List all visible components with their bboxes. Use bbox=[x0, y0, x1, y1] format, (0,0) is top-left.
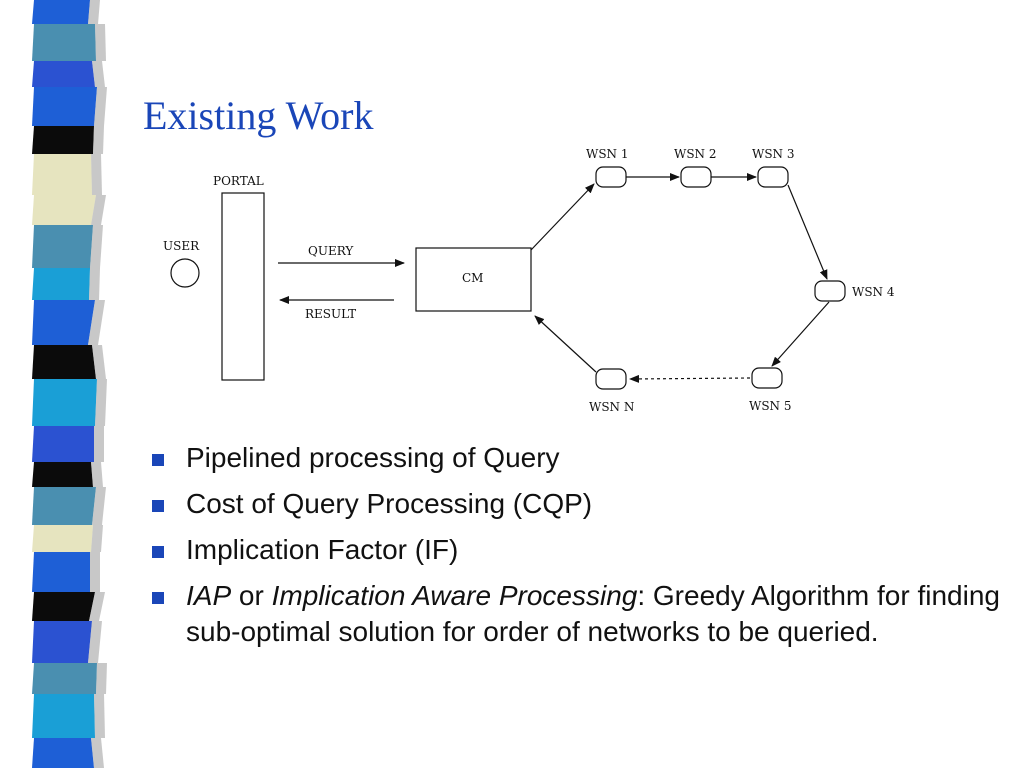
wsn4-label: WSN 4 bbox=[852, 285, 895, 299]
square-bullet-icon bbox=[152, 454, 164, 466]
bullet-text: Cost of Query Processing (CQP) bbox=[186, 488, 593, 519]
square-bullet-icon bbox=[152, 546, 164, 558]
architecture-diagram: PORTAL USER QUERY RESULT CM WSN 1 WSN 2 … bbox=[163, 147, 895, 414]
bullet-text: Implication Factor (IF) bbox=[186, 534, 459, 565]
wsn4-to-wsn5-arrow bbox=[771, 301, 830, 367]
result-label: RESULT bbox=[305, 307, 356, 321]
user-node bbox=[170, 258, 200, 288]
wsn5-node bbox=[751, 367, 783, 389]
cm-box bbox=[415, 247, 532, 312]
cm-to-wsn1-arrow bbox=[530, 183, 595, 251]
decorative-stripe-band bbox=[0, 0, 118, 768]
wsn1-node bbox=[595, 166, 627, 188]
wsn3-label: WSN 3 bbox=[752, 147, 795, 161]
wsn2-node bbox=[680, 166, 712, 188]
bullet-connector: or bbox=[231, 580, 272, 611]
portal-label: PORTAL bbox=[213, 174, 264, 188]
bullet-text: Pipelined processing of Query bbox=[186, 442, 560, 473]
bullet-description: : Greedy Algorithm for finding sub-optim… bbox=[186, 580, 1000, 647]
wsnn-label: WSN N bbox=[589, 400, 634, 414]
bullet-item: IAP or Implication Aware Processing: Gre… bbox=[150, 578, 1000, 650]
bullet-item: Implication Factor (IF) bbox=[150, 532, 1000, 568]
wsn2-label: WSN 2 bbox=[674, 147, 717, 161]
bullet-term-full: Implication Aware Processing bbox=[271, 580, 638, 611]
portal-box bbox=[221, 192, 265, 381]
bullet-item: Pipelined processing of Query bbox=[150, 440, 1000, 476]
bullet-item: Cost of Query Processing (CQP) bbox=[150, 486, 1000, 522]
user-label: USER bbox=[163, 239, 200, 253]
bullet-list: Pipelined processing of Query Cost of Qu… bbox=[150, 440, 1000, 660]
wsn4-node bbox=[814, 280, 846, 302]
wsnn-node bbox=[595, 368, 627, 390]
wsn1-label: WSN 1 bbox=[586, 147, 629, 161]
slide-title: Existing Work bbox=[143, 93, 374, 138]
wsn5-to-wsnn-dotted-arrow bbox=[629, 374, 751, 383]
wsn5-label: WSN 5 bbox=[749, 399, 792, 413]
wsn3-node bbox=[757, 166, 789, 188]
square-bullet-icon bbox=[152, 500, 164, 512]
wsnn-to-cm-arrow bbox=[534, 315, 597, 373]
bullet-term-iap: IAP bbox=[186, 580, 232, 611]
cm-label: CM bbox=[462, 271, 483, 285]
wsn3-to-wsn4-arrow bbox=[787, 184, 828, 280]
square-bullet-icon bbox=[152, 592, 164, 604]
query-label: QUERY bbox=[308, 244, 354, 258]
